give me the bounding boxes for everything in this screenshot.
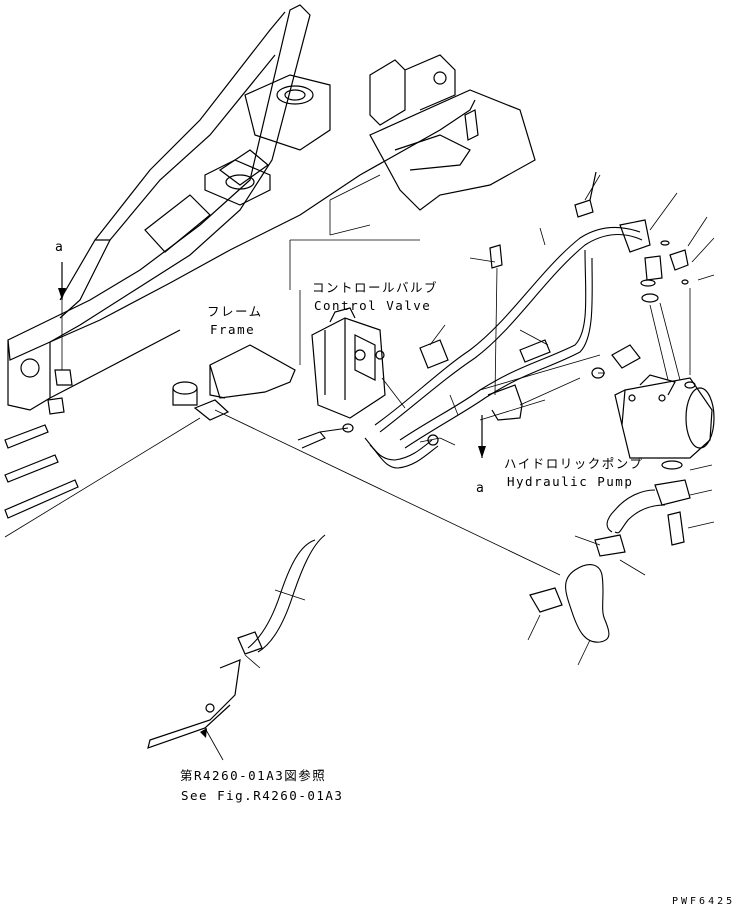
- clamp: [487, 384, 523, 421]
- frame-assembly: [4, 4, 536, 519]
- pump-label-en: Hydraulic Pump: [507, 474, 634, 489]
- control-valve: [311, 307, 386, 419]
- pump-label-jp: ハイドロリックポンプ: [504, 456, 644, 471]
- see-fig-label-jp: 第R4260-01A3図参照: [180, 768, 327, 783]
- frame-label-jp: フレーム: [207, 304, 263, 319]
- fittings-upper: [419, 171, 689, 396]
- drawing-code: PWF6425: [672, 896, 736, 907]
- view-arrow-a-top: [47, 262, 73, 415]
- hydraulic-pump: [614, 374, 715, 470]
- return-hose: [147, 534, 326, 749]
- frame-label-en: Frame: [210, 322, 256, 337]
- control-valve-label-en: Control Valve: [314, 298, 432, 313]
- suction-hoses: [529, 479, 691, 643]
- view-arrow-a-bottom: [478, 415, 486, 458]
- view-label-a-bottom: a: [476, 481, 486, 496]
- hoses: [297, 226, 643, 469]
- view-label-a-top: a: [55, 240, 65, 255]
- control-valve-label-jp: コントロールバルブ: [312, 280, 439, 295]
- see-fig-label-en: See Fig.R4260-01A3: [181, 788, 344, 803]
- frame-bracket: [172, 344, 296, 421]
- leader-lines: [4, 174, 715, 761]
